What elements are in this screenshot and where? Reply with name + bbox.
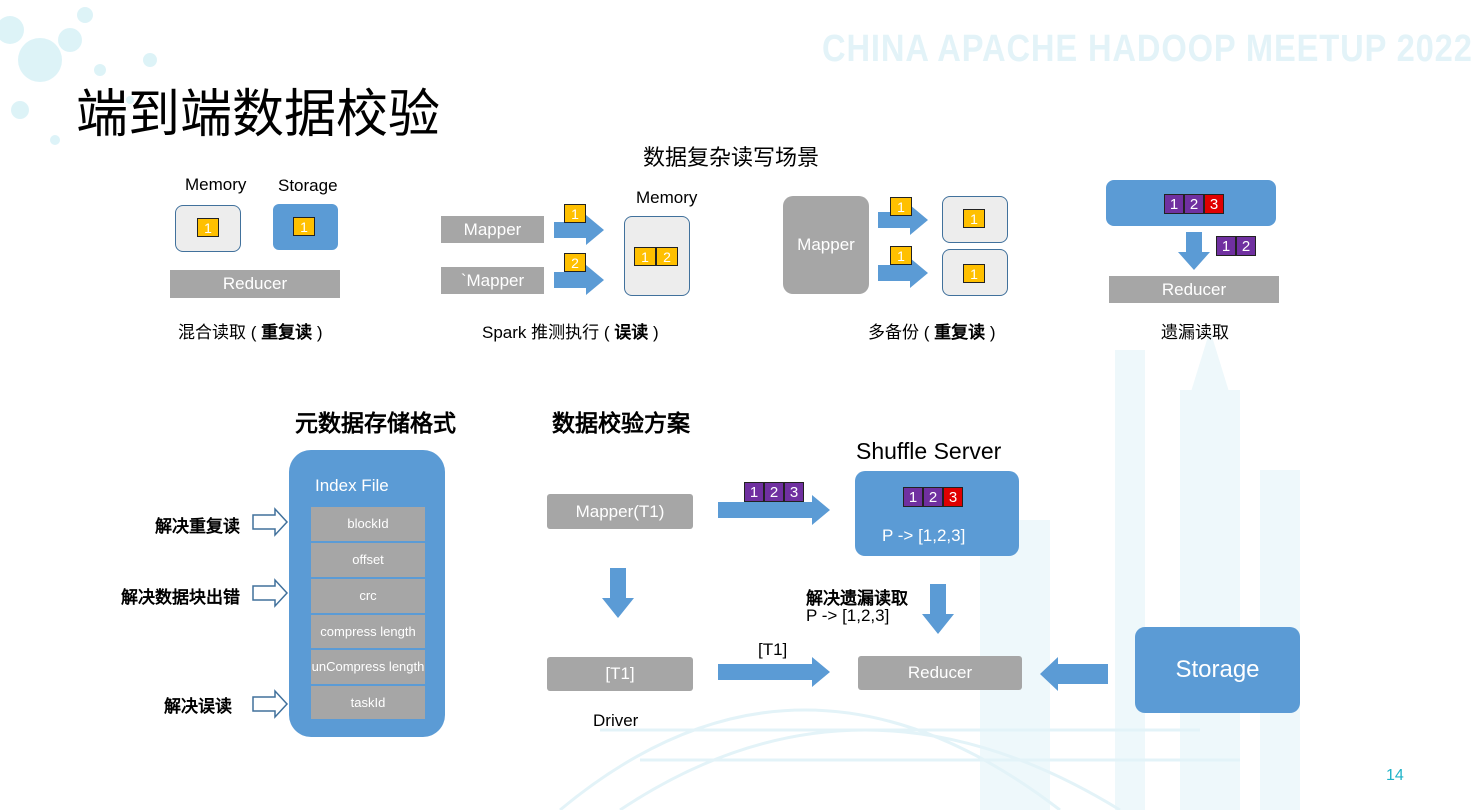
- page-number: 14: [1386, 767, 1404, 784]
- data-block-chip: 2: [564, 253, 586, 272]
- right-arrow-icon: [718, 657, 830, 687]
- data-block-chip: 1: [564, 204, 586, 223]
- scenario-caption-speculative: Spark 推测执行 ( 误读 ): [482, 323, 659, 342]
- left-arrow-icon: [1040, 657, 1108, 691]
- mapper-t1-box: Mapper(T1): [547, 494, 693, 529]
- shuffle-server-box: [855, 471, 1019, 556]
- partition-map-note: P -> [1,2,3]: [806, 606, 890, 625]
- scenario-caption-mixed-read: 混合读取 ( 重复读 ): [178, 323, 323, 342]
- data-block-chip: 1: [293, 217, 315, 236]
- hollow-arrow-icon: [252, 689, 289, 719]
- driver-t1-box: [T1]: [547, 657, 693, 691]
- data-block-chip: 1: [890, 246, 912, 265]
- hollow-arrow-icon: [252, 578, 289, 608]
- index-row-crc: crc: [311, 579, 425, 613]
- index-row-uncompress-length: unCompress length: [311, 650, 425, 684]
- right-arrow-icon: [554, 265, 604, 295]
- t1-label: [T1]: [758, 640, 788, 659]
- memory-label: Memory: [185, 175, 247, 194]
- label-wrong-read: 解决误读: [164, 697, 232, 716]
- index-row-taskid: taskId: [311, 686, 425, 719]
- down-arrow-icon: [922, 584, 954, 634]
- metadata-section-title: 元数据存储格式: [295, 410, 456, 436]
- server-partition-map: P -> [1,2,3]: [882, 526, 966, 545]
- index-row-offset: offset: [311, 543, 425, 577]
- down-arrow-icon: [1178, 232, 1210, 270]
- right-arrow-icon: [718, 495, 830, 525]
- data-block-chip: 1: [963, 209, 985, 228]
- speculative-mapper-box: `Mapper: [441, 267, 544, 294]
- reducer-box: Reducer: [1109, 276, 1279, 303]
- memory-label: Memory: [636, 188, 698, 207]
- data-block-chip: 1: [634, 247, 656, 266]
- data-block-chip: 2: [656, 247, 678, 266]
- meetup-watermark: CHINA APACHE HADOOP MEETUP 2022: [822, 28, 1473, 70]
- page-title: 端到端数据校验: [76, 86, 441, 144]
- label-missing-read-fix: 解决遗漏读取: [806, 589, 908, 608]
- storage-label: Storage: [278, 176, 338, 195]
- index-file-title: Index File: [315, 476, 389, 495]
- index-row-blockid: blockId: [311, 507, 425, 541]
- mapper-box: Mapper: [441, 216, 544, 243]
- reducer-box: Reducer: [858, 656, 1022, 690]
- right-arrow-icon: [878, 258, 928, 288]
- scenario-section-title: 数据复杂读写场景: [643, 145, 820, 170]
- data-block-chip: 1: [890, 197, 912, 216]
- scheme-section-title: 数据校验方案: [552, 410, 690, 436]
- mapper-box: Mapper: [783, 196, 869, 294]
- data-block-chip: 1: [197, 218, 219, 237]
- scenario-caption-missing-read: 遗漏读取: [1161, 323, 1229, 342]
- label-duplicate-read: 解决重复读: [155, 517, 240, 536]
- down-arrow-icon: [602, 568, 634, 618]
- scenario-caption-multi-replica: 多备份 ( 重复读 ): [868, 323, 996, 342]
- index-row-compress-length: compress length: [311, 615, 425, 648]
- storage-box: Storage: [1135, 627, 1300, 713]
- hollow-arrow-icon: [252, 507, 289, 537]
- label-block-error: 解决数据块出错: [121, 588, 240, 607]
- shuffle-server-title: Shuffle Server: [856, 438, 1002, 464]
- data-block-chip: 1: [963, 264, 985, 283]
- reducer-box: Reducer: [170, 270, 340, 298]
- driver-label: Driver: [593, 711, 639, 730]
